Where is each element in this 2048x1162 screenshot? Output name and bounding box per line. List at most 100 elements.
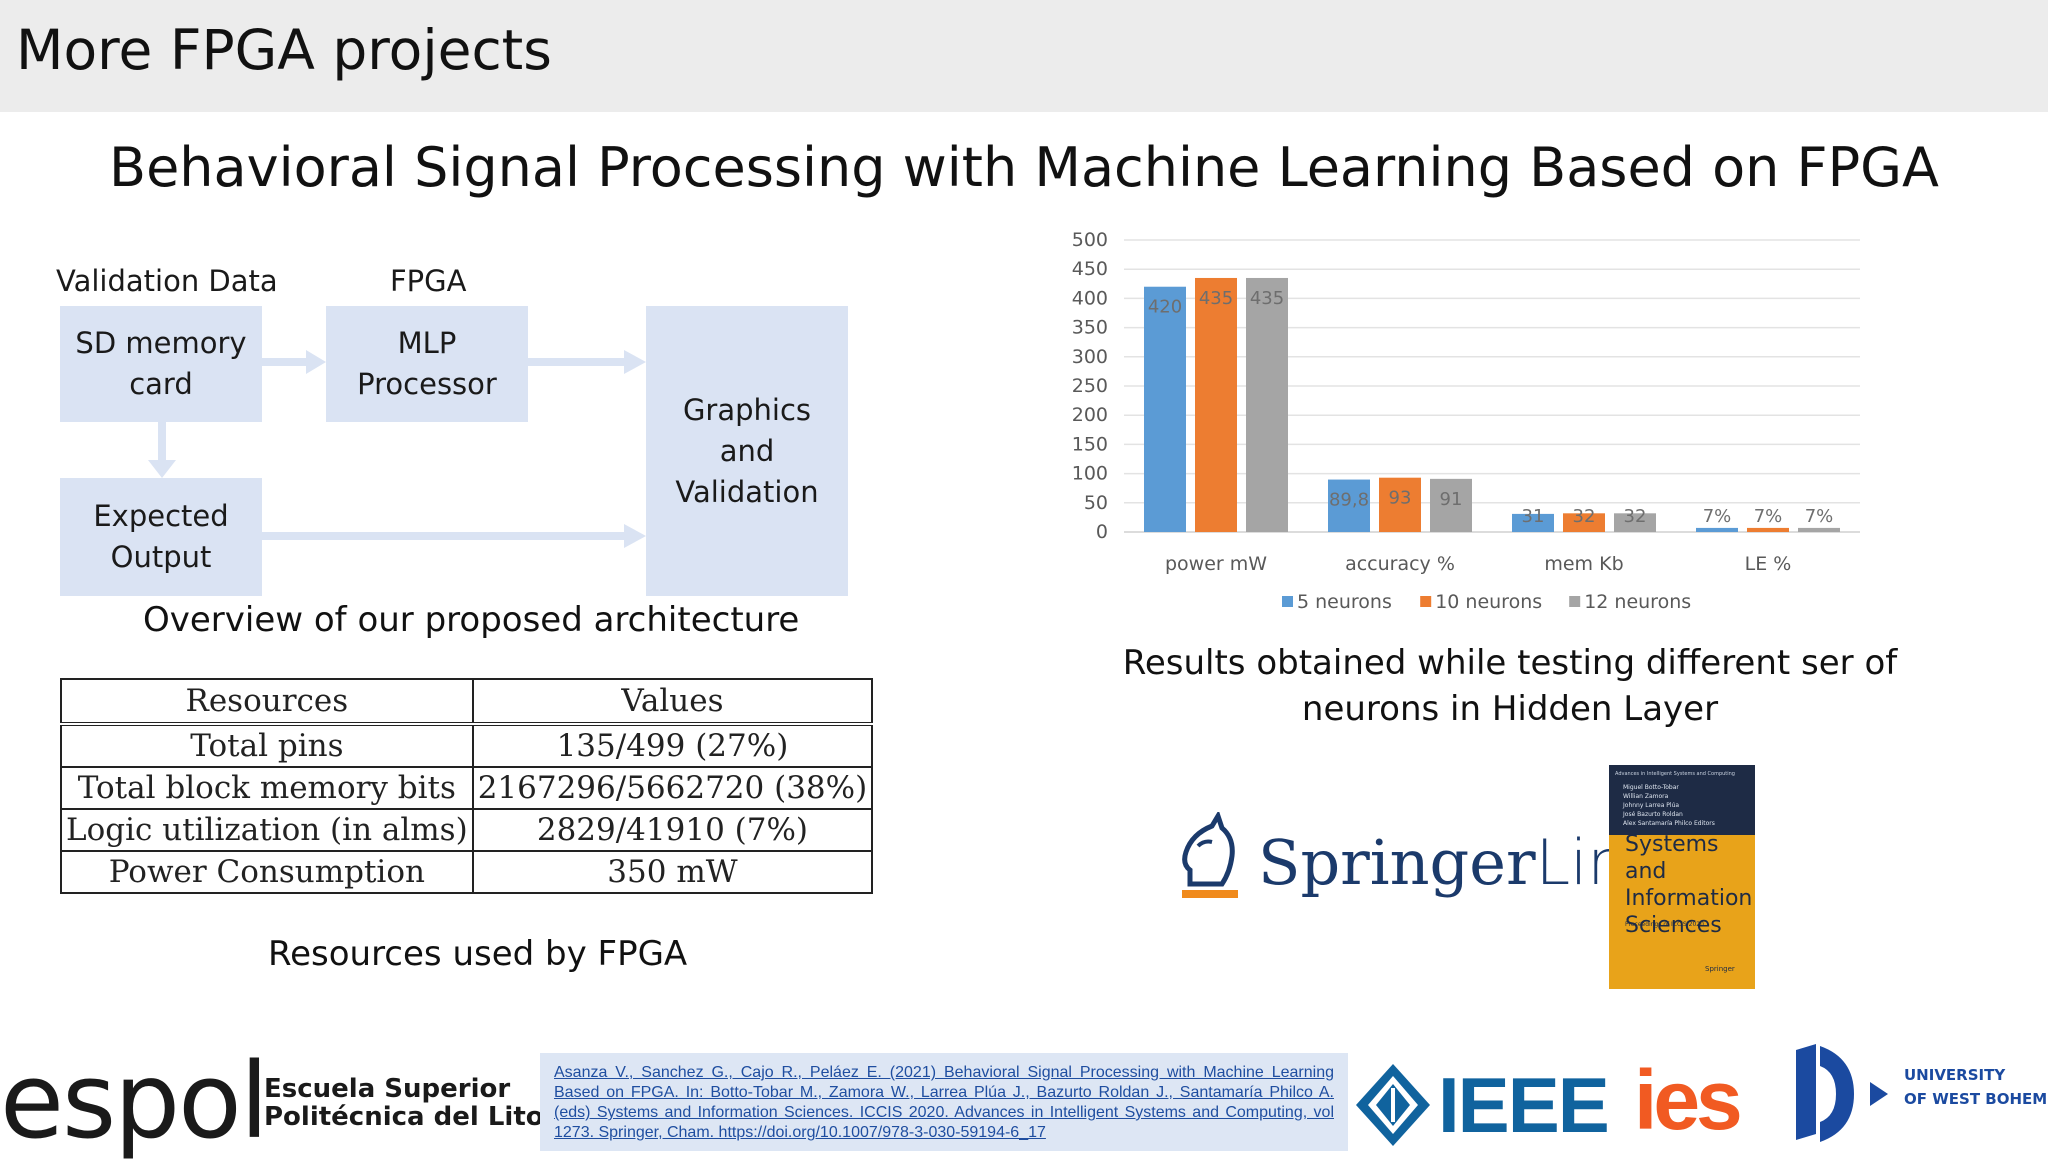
sd-card-line-1: SD memory xyxy=(75,326,247,360)
book-editor: José Bazurto Roldan xyxy=(1623,811,1683,818)
chart-caption: Results obtained while testing different… xyxy=(1122,643,1898,729)
chart-bar xyxy=(1614,513,1656,532)
bar-data-label: 93 xyxy=(1389,488,1412,509)
espol-logo-text: espol xyxy=(0,1040,269,1162)
legend-label: 10 neurons xyxy=(1435,591,1542,613)
bar-data-label: 7% xyxy=(1703,506,1732,527)
table-cell: Power Consumption xyxy=(60,850,474,894)
book-editor: Miguel Botto-Tobar xyxy=(1623,784,1679,791)
bar-data-label: 420 xyxy=(1148,297,1182,318)
book-editor: Alex Santamaría Philco Editors xyxy=(1623,820,1715,827)
expected-line-1: Expected xyxy=(93,499,229,533)
chart-bar xyxy=(1798,527,1840,532)
table-row: Total block memory bits 2167296/5662720 … xyxy=(60,766,874,810)
legend-swatch xyxy=(1420,596,1432,607)
validation-data-label: Validation Data xyxy=(56,264,278,298)
y-tick-label: 500 xyxy=(1072,229,1108,251)
mlp-line-1: MLP xyxy=(397,326,457,360)
bar-data-label: 91 xyxy=(1440,489,1463,510)
arrow-head-sd-to-mlp xyxy=(306,350,326,374)
espol-subtitle-line-1: Escuela Superior xyxy=(264,1074,511,1104)
springer-link-logo-text: SpringerLink xyxy=(1258,826,1663,899)
bar-data-label: 89,8 xyxy=(1329,490,1369,511)
expected-line-2: Output xyxy=(110,540,212,574)
book-title-line: Sciences xyxy=(1625,913,1722,938)
chart-bar xyxy=(1563,513,1605,532)
x-category-label: power mW xyxy=(1165,553,1267,575)
legend-swatch xyxy=(1569,596,1581,607)
legend-label: 5 neurons xyxy=(1297,591,1392,613)
chart-bar xyxy=(1195,277,1237,532)
x-category-label: mem Kb xyxy=(1544,553,1623,575)
table-header-resources: Resources xyxy=(60,678,474,726)
table-row: Power Consumption 350 mW xyxy=(60,850,874,894)
y-tick-label: 200 xyxy=(1072,404,1108,426)
bar-data-label: 31 xyxy=(1522,506,1545,527)
slide-title: More FPGA projects xyxy=(16,18,552,82)
table-row: Total pins 135/499 (27%) xyxy=(60,723,874,768)
chart-bar xyxy=(1328,479,1370,532)
y-tick-label: 400 xyxy=(1072,287,1108,309)
springer-name: Springer xyxy=(1258,826,1536,899)
espol-subtitle-line-2: Politécnica del Litoral xyxy=(264,1102,583,1132)
bar-data-label: 7% xyxy=(1805,506,1834,527)
table-cell: Logic utilization (in alms) xyxy=(60,808,474,852)
y-tick-label: 150 xyxy=(1072,433,1108,455)
book-proceedings: Proceedings of ICCIS 2020 xyxy=(1625,921,1704,928)
arrow-head-mlp-to-graphics xyxy=(624,350,646,374)
chart-bar xyxy=(1144,286,1186,532)
fpga-label: FPGA xyxy=(390,264,467,298)
diagram-caption: Overview of our proposed architecture xyxy=(143,600,800,640)
graphics-line-1: Graphics xyxy=(682,392,812,427)
table-caption: Resources used by FPGA xyxy=(268,934,688,974)
x-category-label: LE % xyxy=(1745,553,1792,575)
uwb-text-line-2: OF WEST BOHEMIA xyxy=(1904,1090,2048,1108)
springer-horse-icon xyxy=(1182,812,1238,898)
sd-card-line-2: card xyxy=(129,367,193,401)
table-header-row: Resources Values xyxy=(60,678,874,726)
arrow-head-expected-to-graphics xyxy=(624,524,646,548)
book-editor: Johnny Larrea Plúa xyxy=(1623,802,1680,809)
arrow-sd-to-mlp xyxy=(262,358,308,366)
uwb-text-line-1: UNIVERSITY xyxy=(1904,1066,2006,1084)
table-header-values: Values xyxy=(471,678,874,726)
book-title: Systems and Information Sciences xyxy=(1625,831,1755,939)
legend-label: 12 neurons xyxy=(1584,591,1691,613)
mlp-line-2: Processor xyxy=(357,367,497,401)
book-editor: Willian Zamora xyxy=(1623,793,1669,800)
citation-box: Asanza V., Sanchez G., Cajo R., Peláez E… xyxy=(540,1053,1348,1151)
y-tick-label: 50 xyxy=(1084,492,1108,514)
arrow-expected-to-graphics xyxy=(262,532,638,540)
book-cover: Advances in Intelligent Systems and Comp… xyxy=(1609,765,1755,989)
diagram-arrows xyxy=(148,350,646,548)
y-tick-label: 450 xyxy=(1072,258,1108,280)
y-tick-label: 350 xyxy=(1072,317,1108,339)
slide-header: More FPGA projects xyxy=(0,0,2048,112)
resources-table: Resources Values Total pins 135/499 (27%… xyxy=(60,678,874,894)
bar-data-label: 7% xyxy=(1754,506,1783,527)
book-title-line: Information xyxy=(1625,886,1753,911)
y-tick-label: 100 xyxy=(1072,463,1108,485)
bar-data-label: 435 xyxy=(1199,288,1233,309)
y-tick-label: 300 xyxy=(1072,346,1108,368)
uwb-logo-icon xyxy=(1796,1044,1888,1142)
chart-bar xyxy=(1747,527,1789,532)
table-cell: Total block memory bits xyxy=(60,766,474,810)
table-cell: Total pins xyxy=(60,723,474,768)
sd-card-box: SD memory card xyxy=(60,306,262,422)
bar-data-label: 32 xyxy=(1573,506,1596,527)
chart-bar xyxy=(1430,478,1472,532)
bar-data-label: 32 xyxy=(1624,506,1647,527)
graphics-line-3: Validation xyxy=(675,474,819,509)
book-series: Advances in Intelligent Systems and Comp… xyxy=(1615,771,1735,777)
graphics-line-2: and xyxy=(719,433,775,468)
chart-bar xyxy=(1512,513,1554,532)
slide-subtitle: Behavioral Signal Processing with Machin… xyxy=(109,136,1939,199)
citation-link[interactable]: Asanza V., Sanchez G., Cajo R., Peláez E… xyxy=(554,1064,1334,1141)
arrow-head-sd-to-expected xyxy=(148,460,176,478)
table-cell: 2167296/5662720 (38%) xyxy=(471,766,874,810)
table-row: Logic utilization (in alms) 2829/41910 (… xyxy=(60,808,874,852)
